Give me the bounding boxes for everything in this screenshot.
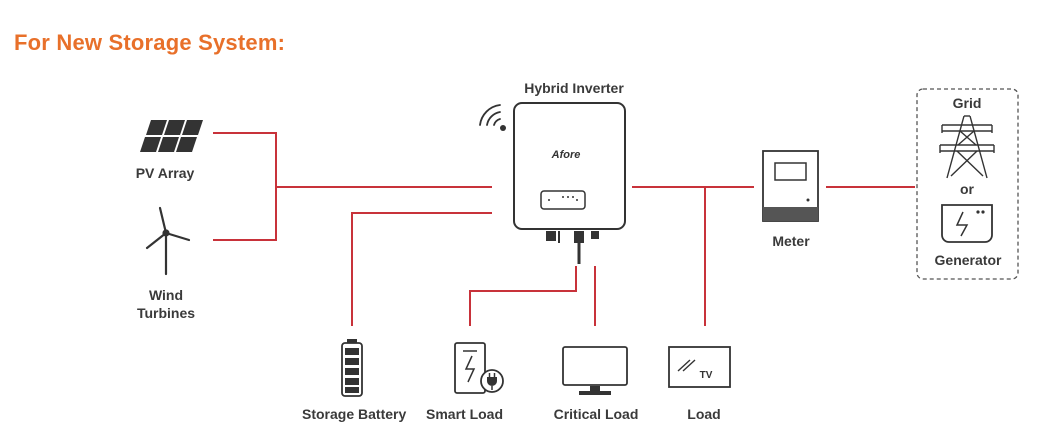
meter-icon [762,150,819,222]
smart-load-label: Smart Load [426,406,504,422]
generator-label: Generator [934,252,1002,268]
transmission-tower-icon [939,115,995,179]
solar-panel-icon [140,120,203,152]
storage-battery-label: Storage Battery [302,406,407,422]
inverter-brand-logo: Afore [551,149,581,161]
load-label: Load [687,406,721,422]
grid-generator-frame [916,88,1019,280]
generator-icon [941,204,993,243]
tv-icon [668,346,731,388]
smart-load-icon [454,342,504,394]
wind-turbine-icon [145,206,191,276]
or-label: or [960,181,974,197]
wire-wind [213,187,277,241]
battery-icon [341,339,363,397]
wifi-icon [479,104,506,131]
page-title: For New Storage System: [14,30,286,55]
wire-pv [213,132,492,188]
hybrid-inverter-label: Hybrid Inverter [524,80,624,96]
wind-turbine-label-line1: Wind [148,287,184,303]
wiring [213,132,915,326]
meter-label: Meter [772,233,810,249]
critical-load-label: Critical Load [553,406,639,422]
wire-battery [351,212,492,326]
grid-label: Grid [952,95,982,111]
wind-turbine-label-line2: Turbines [136,305,196,321]
pv-array-label: PV Array [135,165,195,181]
tv-label: TV [700,370,713,381]
critical-load-monitor-icon [562,346,628,395]
inverter-icon [513,102,626,264]
wire-smart-load [469,266,577,326]
